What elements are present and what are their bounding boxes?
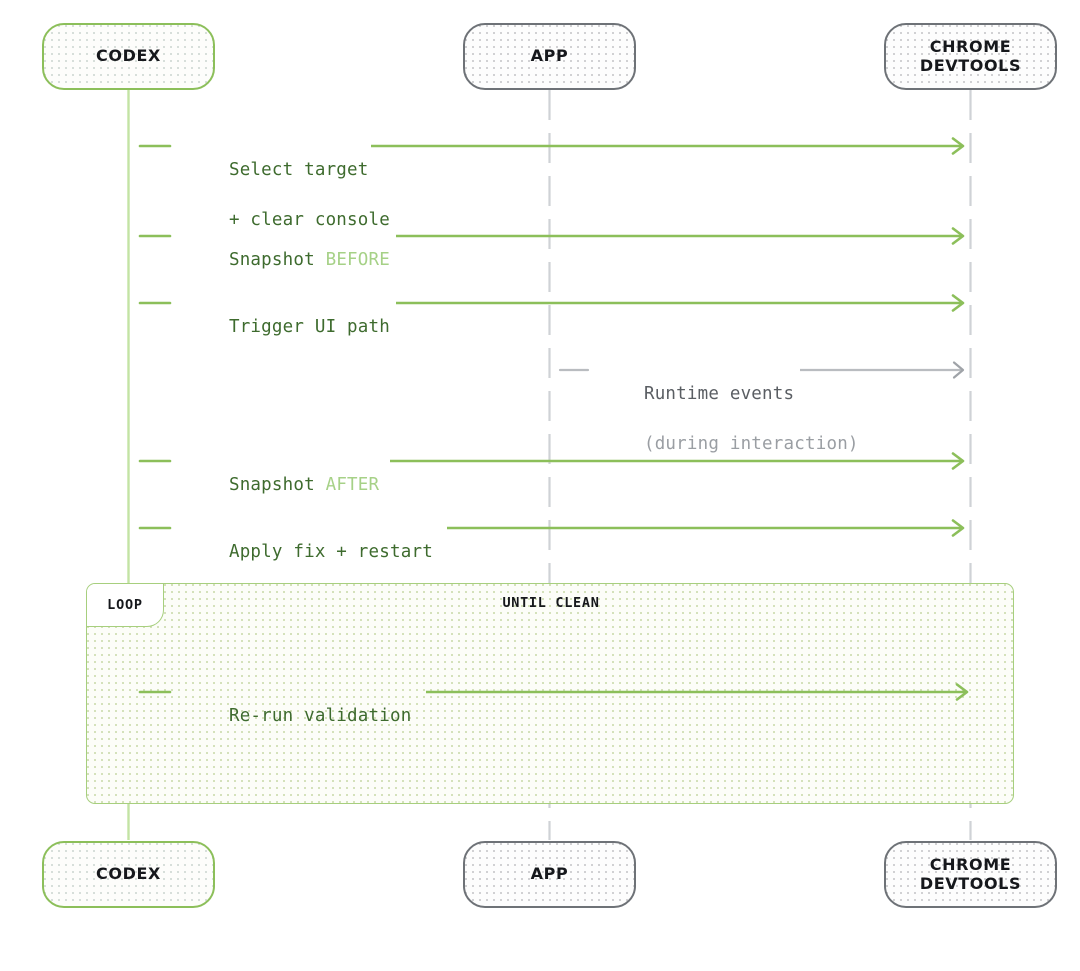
message-text-secondary: (during interaction) xyxy=(643,434,859,454)
message-label-apply-fix: Apply fix + restart xyxy=(186,515,433,590)
loop-condition-label: UNTIL CLEAN xyxy=(502,595,600,611)
message-text-primary: Re-run validation xyxy=(228,706,412,726)
arrow-msg-trigger-ui-path xyxy=(138,294,965,312)
actor-label: CODEX xyxy=(96,864,161,884)
message-label-trigger-ui-path: Trigger UI path xyxy=(186,290,390,365)
actor-devtools-bottom[interactable]: CHROME DEVTOOLS xyxy=(884,841,1057,908)
message-label-runtime-events: Runtime events (during interaction) xyxy=(601,357,859,482)
message-text-primary: Apply fix + restart xyxy=(228,542,433,562)
actor-label: CHROME DEVTOOLS xyxy=(919,854,1022,893)
message-label-snapshot-after: Snapshot AFTER xyxy=(186,448,379,523)
actor-app-top[interactable]: APP xyxy=(463,23,636,90)
arrow-msg-runtime-events xyxy=(558,361,965,379)
arrow-msg-snapshot-after xyxy=(138,452,965,470)
message-text-primary: Trigger UI path xyxy=(228,317,390,337)
message-text-accent: AFTER xyxy=(325,475,380,495)
arrow-msg-snapshot-before xyxy=(138,227,965,245)
message-label-rerun-validation: Re-run validation xyxy=(186,679,411,754)
actor-label: CODEX xyxy=(96,46,161,66)
actor-codex-top[interactable]: CODEX xyxy=(42,23,215,90)
message-text-primary: Snapshot xyxy=(228,250,326,270)
arrow-msg-select-target xyxy=(138,137,965,155)
loop-fragment: UNTIL CLEAN LOOP xyxy=(86,583,1014,804)
message-text-primary: Select target xyxy=(228,160,369,180)
actor-app-bottom[interactable]: APP xyxy=(463,841,636,908)
loop-tag-label: LOOP xyxy=(87,584,164,627)
message-text-secondary: + clear console xyxy=(228,210,390,230)
message-text-primary: Runtime events xyxy=(643,384,795,404)
actor-devtools-top[interactable]: CHROME DEVTOOLS xyxy=(884,23,1057,90)
message-label-snapshot-before: Snapshot BEFORE xyxy=(186,223,390,298)
message-text-primary: Snapshot xyxy=(228,475,326,495)
arrow-msg-apply-fix xyxy=(138,519,965,537)
actor-label: APP xyxy=(530,864,569,884)
message-label-select-target: Select target + clear console xyxy=(186,133,390,258)
arrow-msg-rerun-validation xyxy=(138,683,969,701)
message-text-accent: BEFORE xyxy=(325,250,390,270)
actor-label: CHROME DEVTOOLS xyxy=(919,36,1022,75)
actor-label: APP xyxy=(530,46,569,66)
actor-codex-bottom[interactable]: CODEX xyxy=(42,841,215,908)
